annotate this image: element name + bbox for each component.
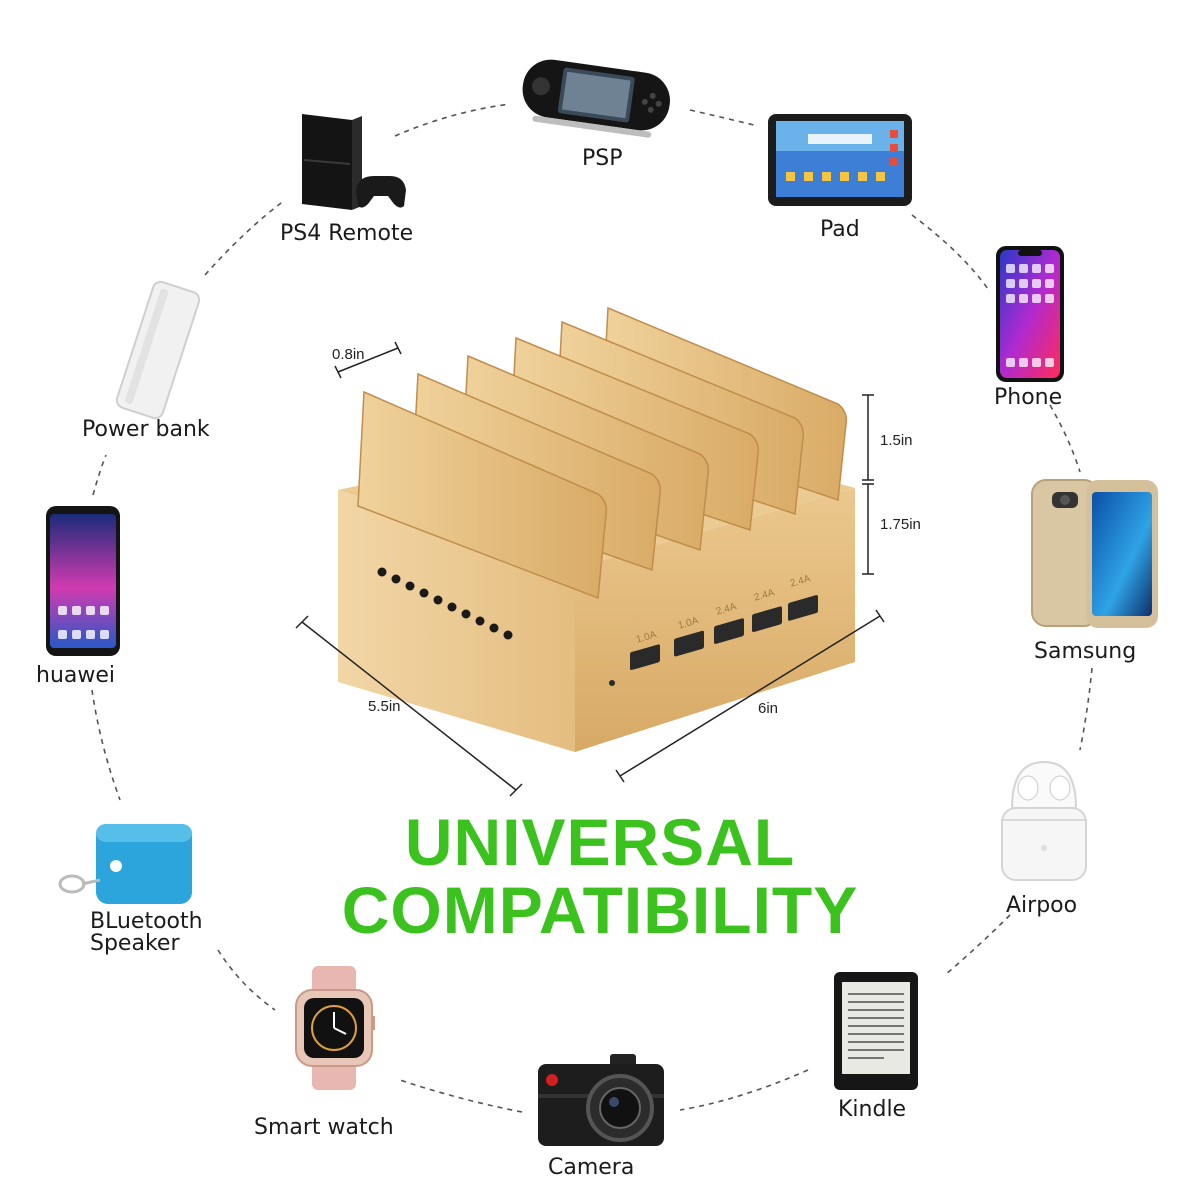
tablet-icon bbox=[768, 114, 912, 206]
samsung-phone-icon bbox=[1031, 479, 1158, 628]
tablet bbox=[768, 114, 912, 206]
ps4-icon bbox=[302, 114, 406, 210]
phone-icon bbox=[996, 246, 1064, 382]
device-label-samsung: Samsung bbox=[1034, 639, 1137, 664]
dimension-depth: 5.5in bbox=[368, 698, 401, 715]
headline-line2: COMPATIBILITY bbox=[341, 873, 859, 947]
device-label-smart-watch: Smart watch bbox=[254, 1115, 394, 1140]
bamboo-charging-dock bbox=[295, 306, 885, 797]
phone bbox=[996, 246, 1064, 382]
samsung-phones bbox=[1030, 478, 1160, 630]
power-bank bbox=[108, 280, 208, 420]
dimension-width: 6in bbox=[758, 700, 779, 717]
psp-icon bbox=[522, 59, 670, 138]
power-bank-icon bbox=[115, 280, 201, 420]
huawei-phone-icon bbox=[46, 506, 120, 656]
camera bbox=[536, 1050, 666, 1150]
device-label-huawei: huawei bbox=[36, 663, 116, 688]
headline: UNIVERSAL COMPATIBILITY bbox=[300, 808, 900, 944]
camera-icon bbox=[538, 1054, 664, 1146]
device-label-phone: Phone bbox=[994, 385, 1063, 410]
dimension-base-height: 1.75in bbox=[880, 516, 921, 533]
device-label-speaker-line1: BLuetooth bbox=[90, 909, 203, 934]
airpods-icon bbox=[1001, 760, 1087, 881]
device-label-pad: Pad bbox=[820, 217, 860, 242]
watch-icon bbox=[295, 966, 375, 1090]
airpods bbox=[998, 758, 1090, 882]
dimension-slot-gap: 0.8in bbox=[332, 346, 365, 363]
dimension-divider-height: 1.5in bbox=[880, 432, 913, 449]
device-label-speaker-line2: Speaker bbox=[90, 931, 180, 956]
kindle bbox=[834, 972, 918, 1090]
ps4-console bbox=[296, 110, 408, 216]
ereader-icon bbox=[834, 972, 918, 1090]
speaker-icon bbox=[58, 824, 192, 904]
device-label-airpods: Airpoo bbox=[1006, 893, 1078, 918]
headline-line1: UNIVERSAL bbox=[404, 805, 796, 879]
device-label-camera: Camera bbox=[548, 1155, 635, 1180]
device-label-psp: PSP bbox=[582, 146, 623, 171]
bluetooth-speaker bbox=[56, 822, 196, 908]
device-label-ps4: PS4 Remote bbox=[280, 221, 414, 246]
device-label-kindle: Kindle bbox=[838, 1097, 907, 1122]
smart-watch bbox=[292, 966, 376, 1090]
device-label-power-bank: Power bank bbox=[82, 417, 210, 442]
huawei-phone bbox=[46, 506, 120, 656]
psp bbox=[516, 52, 676, 142]
